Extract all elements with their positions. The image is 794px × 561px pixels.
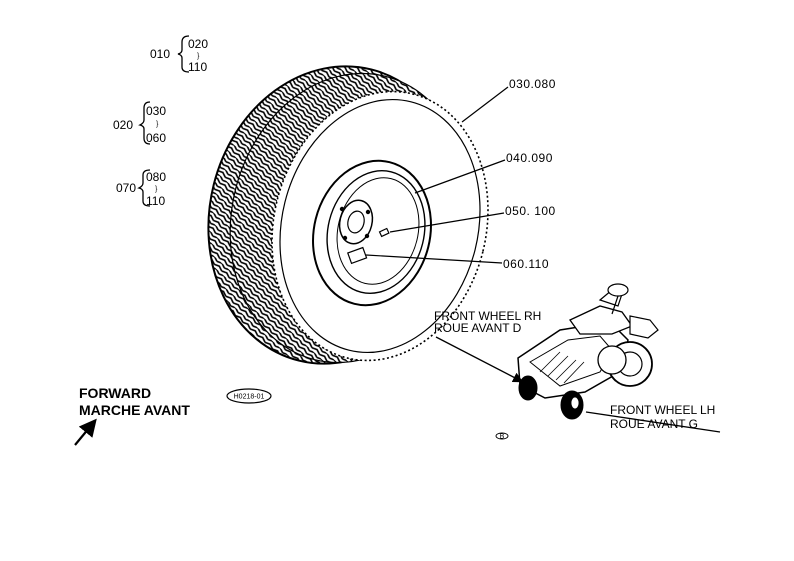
svg-text:H0218-01: H0218-01 <box>234 394 265 401</box>
range-index: 010 020 } 110 020 030 } 060 070 080 } 11… <box>113 35 208 208</box>
wheel-hub <box>338 199 374 245</box>
callout-rim: 040.090 <box>506 151 553 165</box>
callout-hub: 060.110 <box>503 257 549 271</box>
svg-text:FRONT WHEEL LH: FRONT WHEEL LH <box>610 403 715 417</box>
valve-stem <box>378 227 390 238</box>
svg-text:}: } <box>156 121 159 128</box>
range-020: 020 030 } 060 <box>113 101 166 145</box>
front-wheel-rh-mark <box>518 375 538 401</box>
svg-text:030: 030 <box>146 104 166 118</box>
svg-text:ROUE AVANT G: ROUE AVANT G <box>610 417 698 431</box>
svg-text:070: 070 <box>116 181 136 195</box>
hub-plate <box>347 246 368 265</box>
callout-labels: 030.080 040.090 050. 100 060.110 <box>503 77 556 271</box>
svg-text:110: 110 <box>146 194 165 208</box>
tractor-illustration <box>517 283 659 420</box>
drawing-code-badge: H0218-01 <box>226 388 272 404</box>
range-010: 010 020 } 110 <box>150 35 208 74</box>
svg-text:FRONT WHEEL RH: FRONT WHEEL RH <box>434 309 541 323</box>
svg-text:020: 020 <box>113 118 133 132</box>
svg-text:ROUE AVANT D: ROUE AVANT D <box>434 321 522 335</box>
svg-text:}: } <box>197 53 200 60</box>
callout-tire: 030.080 <box>509 77 556 91</box>
page-mark: B <box>495 432 509 441</box>
svg-text:FORWARD: FORWARD <box>79 385 151 401</box>
range-070: 070 080 } 110 <box>116 169 166 208</box>
svg-text:B: B <box>500 434 505 441</box>
forward-arrow-icon <box>74 418 97 446</box>
svg-text:060: 060 <box>146 131 166 145</box>
tractor-wheel-labels: FRONT WHEEL RH ROUE AVANT D FRONT WHEEL … <box>434 309 721 433</box>
svg-text:020: 020 <box>188 37 208 51</box>
svg-text:110: 110 <box>188 60 207 74</box>
forward-indicator: FORWARD MARCHE AVANT <box>74 385 190 446</box>
leader-lines <box>365 86 509 264</box>
svg-text:010: 010 <box>150 47 170 61</box>
svg-text:MARCHE AVANT: MARCHE AVANT <box>79 402 190 418</box>
svg-text:}: } <box>155 186 158 193</box>
tire-illustration <box>207 65 489 365</box>
callout-valve: 050. 100 <box>505 204 556 218</box>
svg-text:080: 080 <box>146 170 166 184</box>
